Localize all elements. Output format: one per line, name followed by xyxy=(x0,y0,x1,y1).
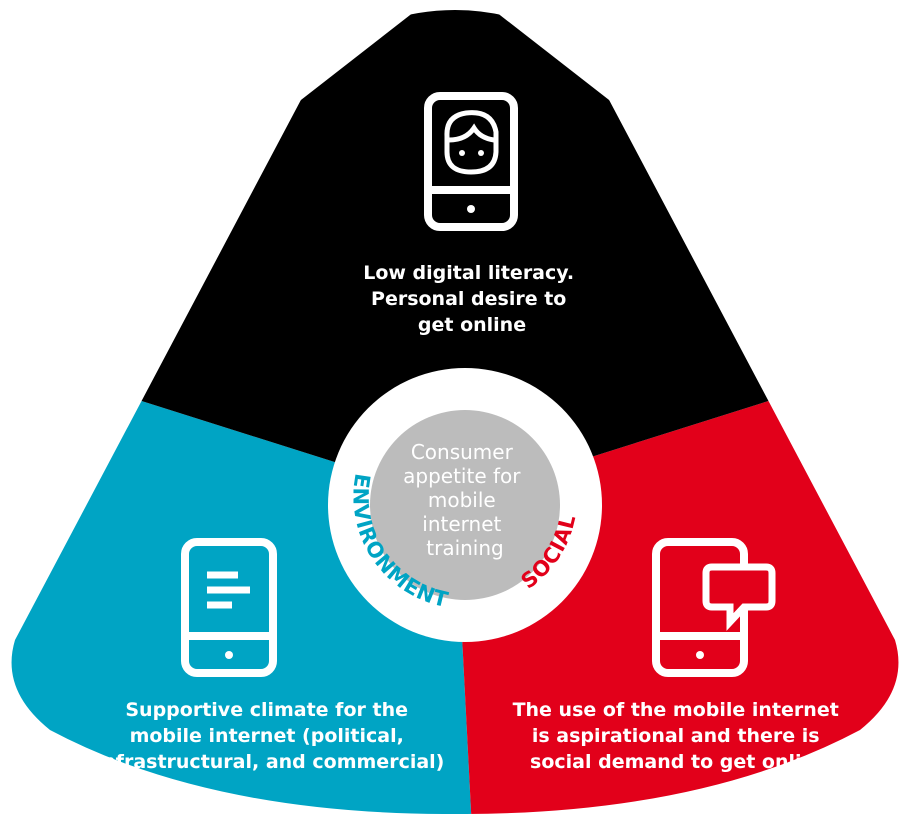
environment-line: mobile internet (political, xyxy=(130,725,404,747)
center-title: Consumer appetite for mobile internet tr… xyxy=(403,440,527,560)
phone-chat-icon xyxy=(652,538,776,677)
personal-line: get online xyxy=(418,314,526,336)
social-line: social demand to get online xyxy=(530,751,828,773)
social-line: The use of the mobile internet xyxy=(513,699,839,721)
segment-personal xyxy=(11,10,899,500)
personal-line: Low digital literacy. xyxy=(363,262,574,284)
environment-line: Supportive climate for the xyxy=(125,699,408,721)
center-line: internet xyxy=(422,512,501,536)
environment-description: Supportive climate for the mobile intern… xyxy=(96,699,445,773)
personal-description: Low digital literacy. Personal desire to… xyxy=(363,262,581,336)
center-line: appetite for xyxy=(403,464,521,488)
environment-line: infrastructural, and commercial) xyxy=(96,751,445,773)
social-line: is aspirational and there is xyxy=(532,725,820,747)
center-circle xyxy=(370,410,560,600)
center-line: mobile xyxy=(428,488,496,512)
phone-face-icon xyxy=(424,92,518,231)
center-line: Consumer xyxy=(411,440,514,464)
phone-document-icon xyxy=(181,538,277,677)
personal-line: Personal desire to xyxy=(371,288,566,310)
center-line: training xyxy=(426,536,503,560)
social-description: The use of the mobile internet is aspira… xyxy=(513,699,846,773)
